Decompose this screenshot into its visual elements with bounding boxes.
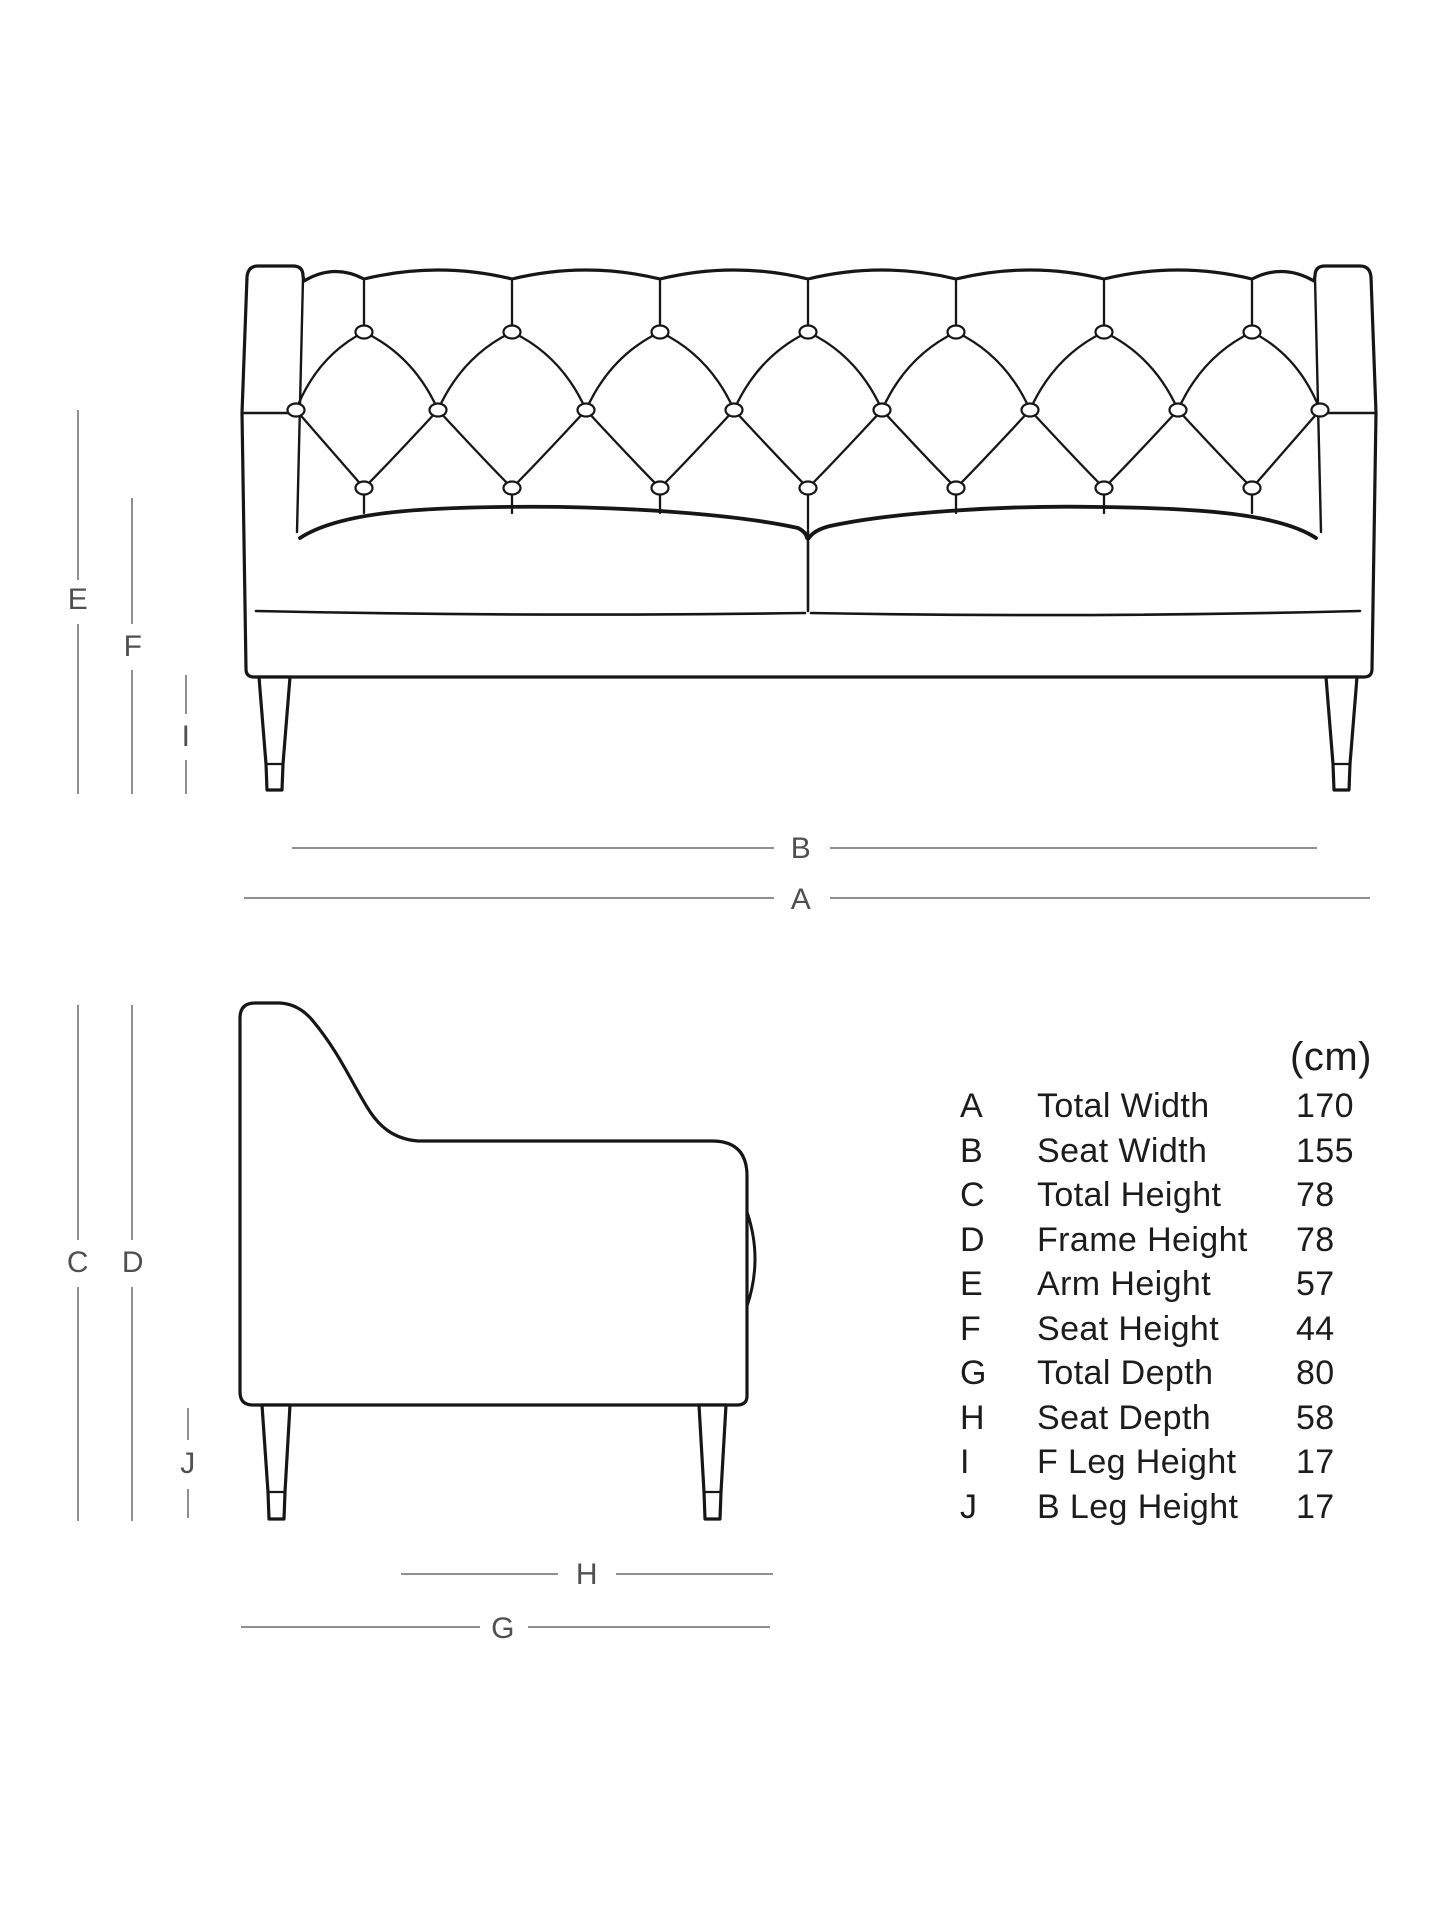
dim-value: 58	[1296, 1398, 1335, 1437]
dim-letter: H	[960, 1398, 985, 1437]
dim-name: Seat Depth	[1037, 1398, 1212, 1437]
dim-label-total-depth: G	[491, 1612, 515, 1645]
dim-label-frame-height: D	[121, 1246, 145, 1279]
dim-label-arm-height: E	[67, 583, 89, 616]
table-row: H Seat Depth 58	[960, 1396, 1372, 1441]
unit-header: (cm)	[1290, 1035, 1372, 1079]
dim-name: Seat Width	[1037, 1131, 1208, 1170]
dim-name: B Leg Height	[1037, 1487, 1239, 1526]
table-row: I F Leg Height 17	[960, 1440, 1372, 1485]
dim-value: 17	[1296, 1487, 1335, 1526]
dim-name: Frame Height	[1037, 1220, 1248, 1259]
dim-value: 78	[1296, 1176, 1335, 1214]
dim-name: Total Depth	[1037, 1354, 1214, 1392]
table-row: C Total Height 78	[960, 1173, 1372, 1218]
table-row: B Seat Width 155	[960, 1129, 1372, 1174]
dim-label-back-leg: J	[180, 1447, 196, 1480]
dim-letter: B	[960, 1131, 984, 1170]
table-row: A Total Width 170	[960, 1084, 1372, 1129]
dim-value: 80	[1296, 1354, 1335, 1392]
dim-value: 44	[1296, 1309, 1335, 1348]
dim-letter: C	[960, 1176, 985, 1214]
dim-letter: I	[960, 1443, 970, 1481]
dim-name: Total Height	[1037, 1176, 1222, 1214]
dim-label-total-width: A	[790, 883, 812, 916]
table-row: J B Leg Height 17	[960, 1485, 1372, 1530]
dim-letter: A	[960, 1087, 984, 1125]
dim-label-front-leg: I	[181, 720, 191, 753]
table-row: D Frame Height 78	[960, 1218, 1372, 1263]
dim-value: 170	[1296, 1087, 1354, 1125]
dim-letter: D	[960, 1220, 985, 1259]
dim-name: Arm Height	[1037, 1265, 1212, 1303]
dim-value: 155	[1296, 1131, 1354, 1170]
sofa-side-view	[238, 1001, 757, 1521]
dimensions-table: (cm) A Total Width 170 B Seat Width 155 …	[960, 1030, 1372, 1529]
dim-value: 17	[1296, 1443, 1335, 1481]
table-row: F Seat Height 44	[960, 1307, 1372, 1352]
dim-name: F Leg Height	[1037, 1443, 1237, 1481]
dim-name: Total Width	[1037, 1087, 1210, 1125]
dimension-lines	[77, 410, 1370, 1628]
dim-value: 57	[1296, 1265, 1335, 1303]
table-row: E Arm Height 57	[960, 1262, 1372, 1307]
table-row: G Total Depth 80	[960, 1351, 1372, 1396]
dim-letter: G	[960, 1354, 987, 1392]
dim-letter: J	[960, 1487, 978, 1526]
dim-name: Seat Height	[1037, 1309, 1220, 1348]
dim-letter: E	[960, 1265, 984, 1303]
dim-label-seat-depth: H	[575, 1558, 599, 1591]
sofa-front-view	[240, 264, 1378, 792]
dim-label-seat-width: B	[790, 832, 812, 865]
dim-letter: F	[960, 1309, 982, 1348]
dim-label-seat-height: F	[123, 630, 143, 663]
dim-value: 78	[1296, 1220, 1335, 1259]
dim-label-total-height: C	[66, 1246, 90, 1279]
